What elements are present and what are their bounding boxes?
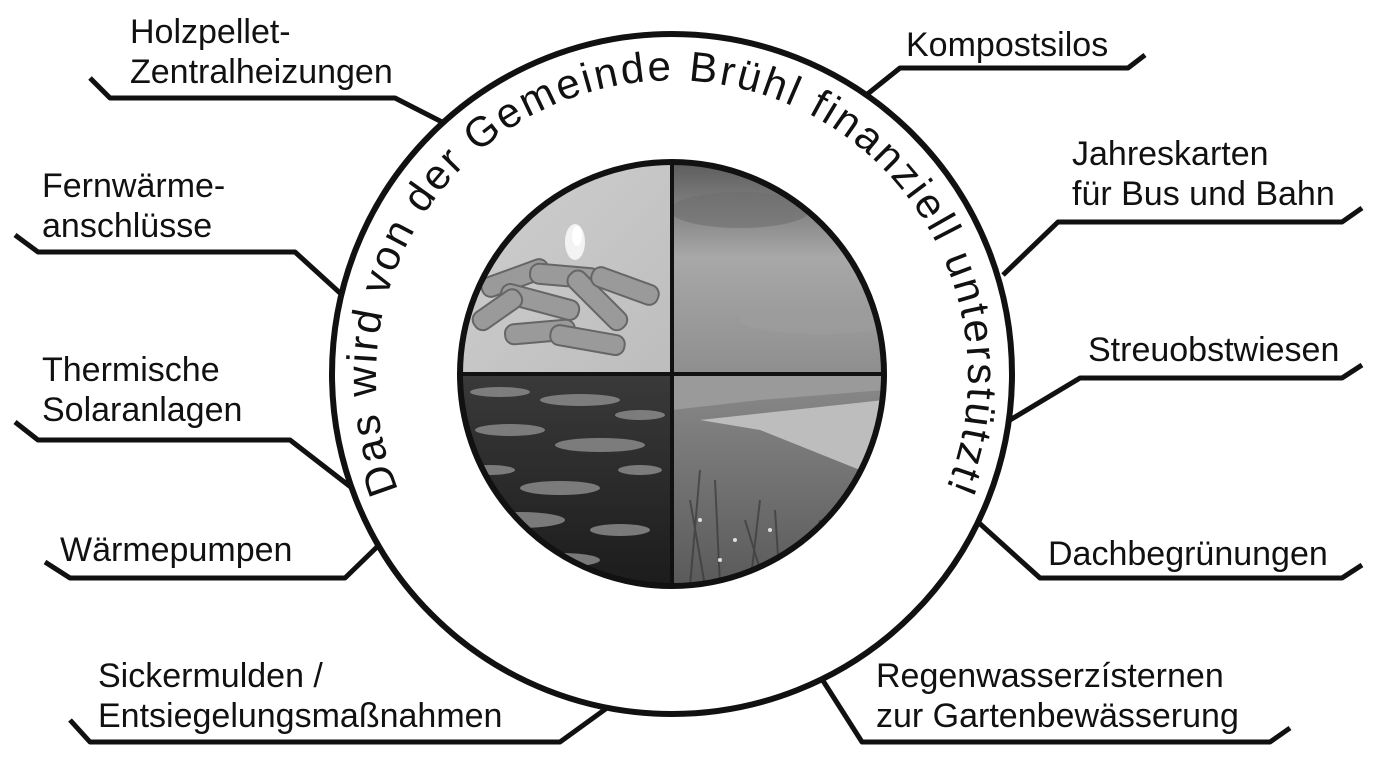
connector-waermepumpen [43,544,380,581]
label-line: zur Gartenbewässerung [876,697,1239,735]
label-waermepumpen: Wärmepumpen [60,530,292,570]
photo-collage [460,162,884,586]
label-holzpellet: Holzpellet- Zentralheizungen [130,12,393,92]
label-line: Regenwasserzísternen [876,657,1224,695]
label-streuobst: Streuobstwiesen [1088,330,1339,370]
label-dachbegruenung: Dachbegrünungen [1048,534,1328,574]
connector-sickermulden [68,697,620,745]
connector-regenwasser [817,674,1292,745]
label-fernwaerme: Fernwärme- anschlüsse [42,166,225,246]
label-line: Streuobstwiesen [1088,331,1340,369]
label-sickermulden: Sickermulden / Entsiegelungsmaßnahmen [98,656,502,736]
label-line: anschlüsse [42,207,213,245]
connector-fernwaerme [13,232,342,295]
label-thermische: Thermische Solaranlagen [42,350,242,430]
label-line: Thermische [42,351,220,389]
label-line: Entsiegelungsmaßnahmen [98,697,503,735]
label-line: Dachbegrünungen [1048,535,1328,573]
connector-dachbegruenung [976,520,1364,581]
label-kompostsilos: Kompostsilos [906,25,1108,65]
label-line: für Bus und Bahn [1072,175,1335,213]
connector-streuobst [1008,362,1364,423]
label-line: Wärmepumpen [60,531,293,569]
label-line: Zentralheizungen [130,53,393,91]
label-jahreskarten: Jahreskarten für Bus und Bahn [1072,134,1335,214]
label-line: Kompostsilos [906,26,1109,64]
connector-holzpellet [88,76,444,125]
connector-thermische [13,420,354,490]
inner-ring [457,159,887,589]
label-line: Holzpellet- [130,13,291,51]
label-line: Fernwärme- [42,167,226,205]
label-line: Jahreskarten [1072,135,1269,173]
label-regenwasser: Regenwasserzísternen zur Gartenbewässeru… [876,656,1239,736]
label-line: Solaranlagen [42,391,243,429]
connector-kompostsilos [863,53,1147,98]
label-line: Sickermulden / [98,657,323,695]
connector-jahreskarten [1001,205,1364,277]
connector-lines [13,53,1364,745]
